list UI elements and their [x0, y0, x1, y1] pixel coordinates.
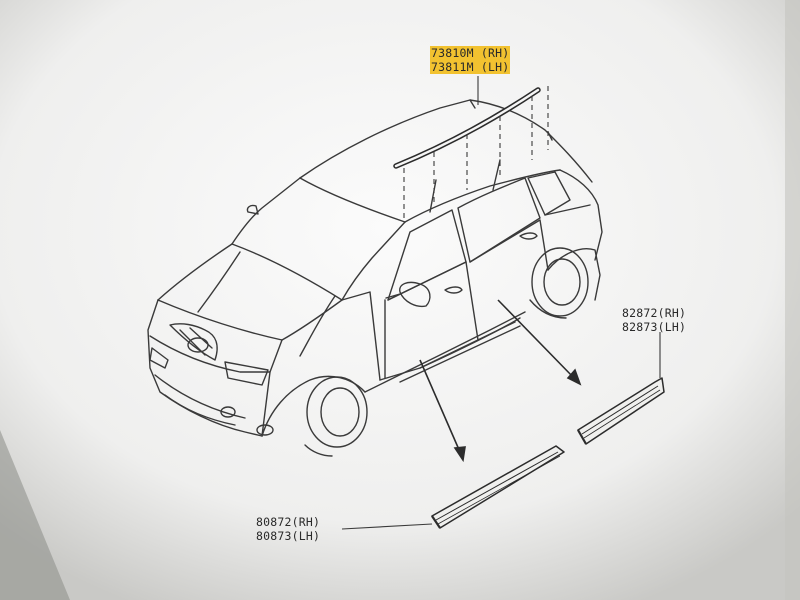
front-door-molding-callout: 80872(RH) 80873(LH): [256, 515, 320, 543]
rear-molding-part-rh: 82872(RH): [622, 306, 687, 320]
front-door-molding-part: [431, 445, 565, 529]
rear-molding-arrow: [497, 299, 582, 386]
right-edge-shadow: [785, 0, 800, 600]
roof-rail-part-rh: 73810M (RH): [430, 46, 511, 60]
roof-rail-part-lh: 73811M (LH): [430, 60, 511, 74]
monitor-bezel-shadow: [0, 430, 70, 600]
rear-door-molding-callout: 82872(RH) 82873(LH): [622, 306, 686, 334]
rear-door-molding-part: [577, 377, 665, 445]
vehicle-outline: [147, 99, 603, 457]
roof-rail-dashed-projections: [403, 86, 549, 220]
roof-rail: [393, 87, 541, 169]
front-molding-arrow: [419, 359, 466, 463]
roof-rail-callout: 73810M (RH) 73811M (LH): [430, 46, 511, 74]
front-molding-part-lh: 80873(LH): [256, 529, 321, 543]
rear-molding-part-lh: 82873(LH): [622, 320, 687, 334]
front-molding-part-rh: 80872(RH): [256, 515, 321, 529]
front-molding-leader: [341, 523, 433, 530]
